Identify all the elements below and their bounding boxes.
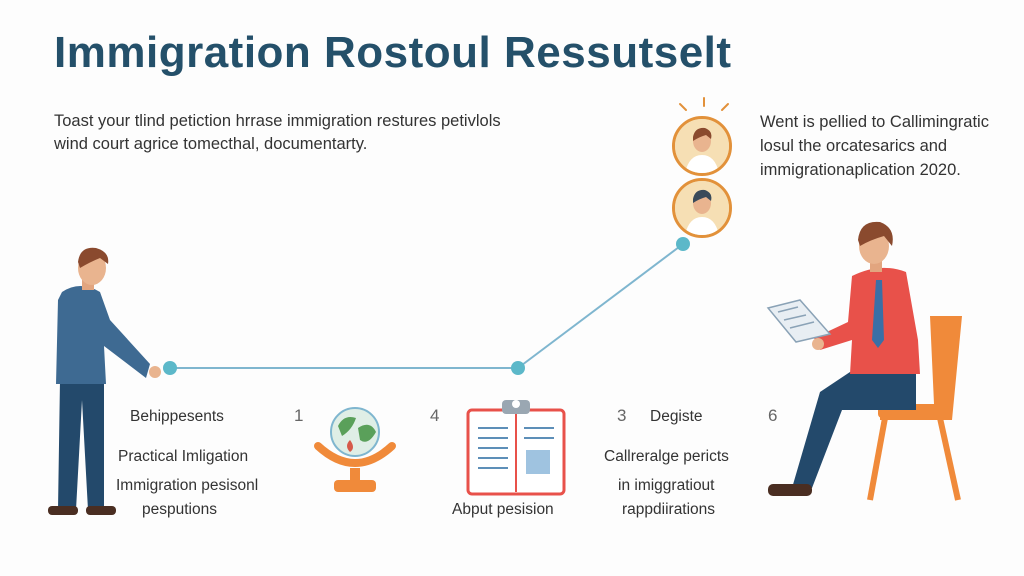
newspaper-icon [766, 299, 832, 343]
step-b-line2: in imiggratiout [618, 477, 715, 494]
sparkle-icon [679, 97, 729, 111]
person-avatar-icon [675, 119, 729, 173]
step-b-title: Degiste [650, 408, 703, 425]
page-title: Immigration Rostoul Ressutselt [54, 28, 732, 77]
step-b-line3: rappdiirations [622, 501, 716, 518]
step-a-line3: pesputions [142, 501, 217, 518]
person-avatar-icon [672, 178, 732, 238]
clipboard-document-icon [466, 400, 566, 496]
center-label: Abput pesision [452, 501, 554, 518]
step-a-title: Behippesents [130, 408, 224, 425]
intro-text: Toast your tlind petiction hrrase immigr… [54, 112, 501, 153]
timeline [163, 237, 690, 375]
step-b-line1: Callreralge pericts [604, 448, 729, 465]
timeline-node-middle [511, 361, 525, 375]
person-avatar-icon [672, 116, 732, 176]
step-number-6: 6 [768, 406, 778, 425]
globe-icon [314, 407, 396, 492]
standing-man-illustration [48, 247, 161, 515]
timeline-node-end [676, 237, 690, 251]
step-number-4: 4 [430, 406, 440, 425]
person-avatar-icon [675, 181, 729, 235]
step-number-3: 3 [617, 406, 627, 425]
step-number-1: 1 [294, 406, 304, 425]
side-note-text: Went is pellied to Callimingratic losul … [760, 113, 989, 179]
step-a-line1: Practical Imligation [118, 448, 249, 465]
timeline-node-start [163, 361, 177, 375]
seated-man-illustration [766, 221, 962, 501]
step-a-line2: Immigration pesisonl [116, 477, 259, 494]
